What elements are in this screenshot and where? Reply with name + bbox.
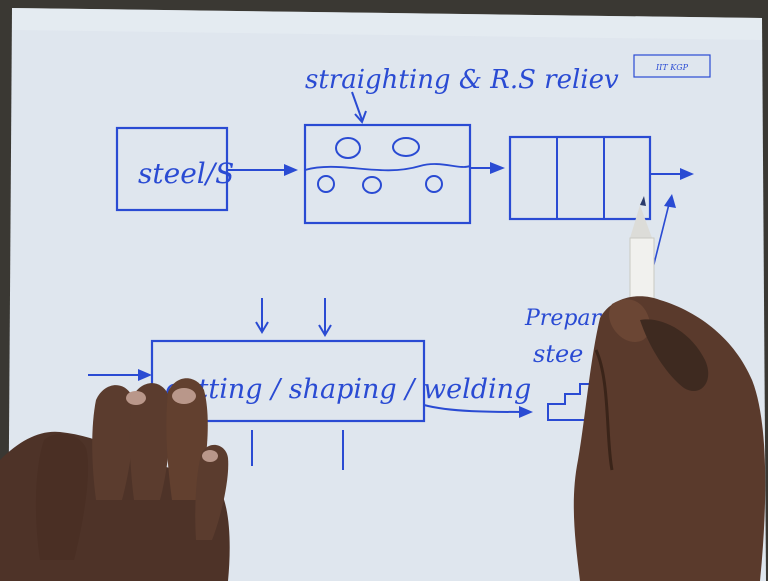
arrow-1	[227, 164, 298, 176]
arrow-3	[650, 168, 694, 180]
top-annotation: straighting & R.S reliev	[305, 65, 619, 95]
hole-2	[392, 137, 420, 157]
hole-5	[425, 175, 443, 193]
arrow-2	[470, 162, 505, 174]
left-hand	[0, 378, 230, 581]
annotation-arrow	[351, 91, 363, 121]
box-cutting-label: cutting / shaping / welding	[165, 374, 531, 405]
input-arrows-top	[255, 298, 332, 337]
box-compartments	[508, 135, 652, 221]
box-cutting: cutting / shaping / welding	[150, 339, 531, 423]
arrow-in	[88, 369, 152, 381]
stamp-box: IIT KGP	[633, 54, 711, 78]
box-steel-label: steel/S	[138, 157, 234, 190]
hole-4	[362, 176, 382, 194]
right-hand	[573, 296, 766, 581]
hole-1	[335, 137, 361, 159]
box-steel: steel/S	[115, 126, 234, 212]
side-label-steel: stee	[533, 340, 583, 368]
stamp-text: IIT KGP	[655, 63, 689, 72]
hole-3	[317, 175, 335, 193]
box-straightening	[303, 123, 472, 225]
arrow-out	[423, 404, 533, 418]
